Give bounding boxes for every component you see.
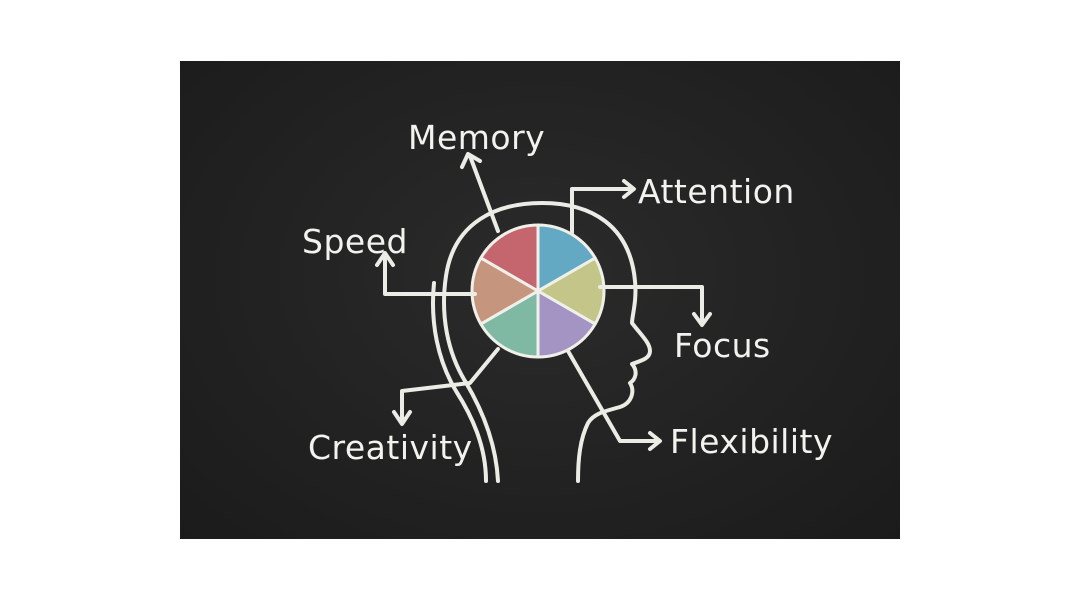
flexibility-arrow (566, 349, 662, 451)
memory-arrow (460, 152, 500, 233)
pie-segment-yellow (536, 256, 606, 326)
label-creativity: Creativity (308, 428, 473, 467)
pie-segment-green (479, 289, 540, 359)
label-attention: Attention (638, 172, 795, 211)
attention-arrow (570, 179, 636, 235)
head-back-line (430, 281, 488, 483)
pie-segment-red (479, 223, 540, 293)
pie-segment-orange (470, 256, 540, 326)
label-focus: Focus (674, 326, 771, 365)
label-memory: Memory (408, 118, 545, 157)
head-outline (442, 201, 652, 483)
speed-arrow (375, 251, 477, 296)
brain-pie-chart (470, 223, 606, 359)
label-speed: Speed (302, 222, 408, 261)
pie-segment-purple (536, 289, 597, 359)
focus-arrow (598, 285, 712, 327)
creativity-arrow (392, 347, 500, 426)
chalkboard: Memory Attention Speed Focus Creativity … (180, 61, 900, 539)
label-flexibility: Flexibility (670, 422, 833, 461)
chalk-diagram: Memory Attention Speed Focus Creativity … (302, 118, 833, 483)
